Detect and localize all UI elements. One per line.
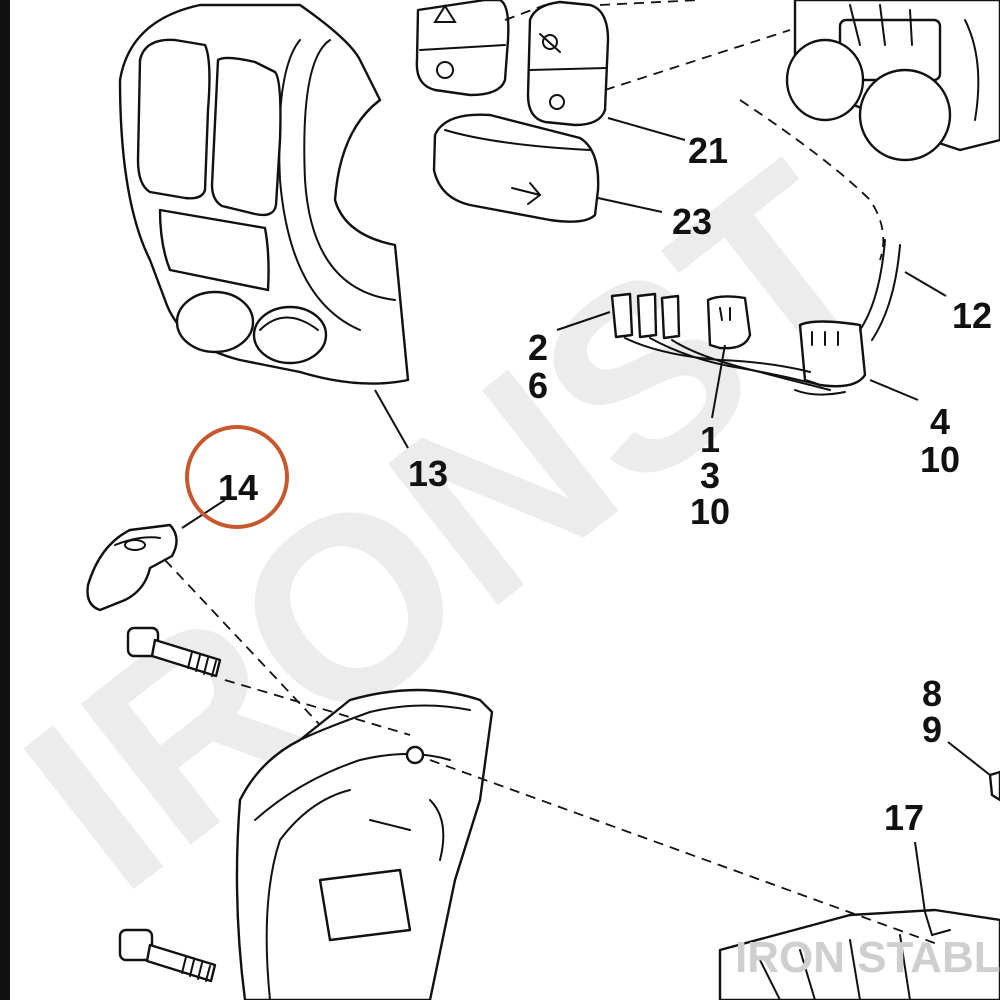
leader-2-6 <box>556 311 611 331</box>
screw-lower <box>118 928 217 983</box>
highlight-circle <box>185 425 289 529</box>
callout-4: 4 <box>930 401 950 442</box>
corner-watermark: IRON STABLE <box>735 933 1000 982</box>
wiring-harness <box>610 239 901 396</box>
callout-3: 3 <box>700 455 720 496</box>
upper-switch-housing <box>118 3 410 385</box>
callout-17: 17 <box>884 797 924 838</box>
leader-4 <box>869 379 919 401</box>
callout-21: 21 <box>688 130 728 171</box>
leader-8-9 <box>947 741 991 776</box>
dashed-line-4 <box>739 99 885 261</box>
dashed-line-1 <box>504 4 546 21</box>
callout-1: 1 <box>700 419 720 460</box>
callout-23: 23 <box>672 201 712 242</box>
hazard-button <box>415 0 510 97</box>
callout-8: 8 <box>922 673 942 714</box>
callout-10-a: 10 <box>690 491 730 532</box>
leader-12 <box>904 271 947 297</box>
callout-12: 12 <box>952 295 992 336</box>
turn-signal-button <box>432 113 600 223</box>
dashed-line-7 <box>429 759 941 946</box>
dashed-line-6 <box>224 679 411 736</box>
callout-14: 14 <box>218 467 258 508</box>
callout-10-b: 10 <box>920 439 960 480</box>
switch-cap-part-14 <box>86 523 178 612</box>
dashed-line-5 <box>164 559 321 726</box>
leader-1 <box>711 344 726 419</box>
lower-switch-module <box>718 908 1000 1000</box>
leader-17 <box>914 841 926 913</box>
screw-upper <box>126 626 222 678</box>
leader-21 <box>607 117 686 141</box>
small-part-8-9 <box>988 770 1000 802</box>
leader-13 <box>374 389 409 449</box>
lower-switch-housing <box>235 688 494 1000</box>
leader-23 <box>597 197 663 213</box>
callout-2: 2 <box>528 327 548 368</box>
dashed-line-3 <box>599 0 701 6</box>
left-edge-bar <box>0 0 10 1000</box>
callout-9: 9 <box>922 709 942 750</box>
cruise-button <box>526 0 610 127</box>
switch-module <box>785 0 1000 162</box>
dashed-line-2 <box>604 29 791 91</box>
callout-6: 6 <box>528 365 548 406</box>
callout-13: 13 <box>408 453 448 494</box>
